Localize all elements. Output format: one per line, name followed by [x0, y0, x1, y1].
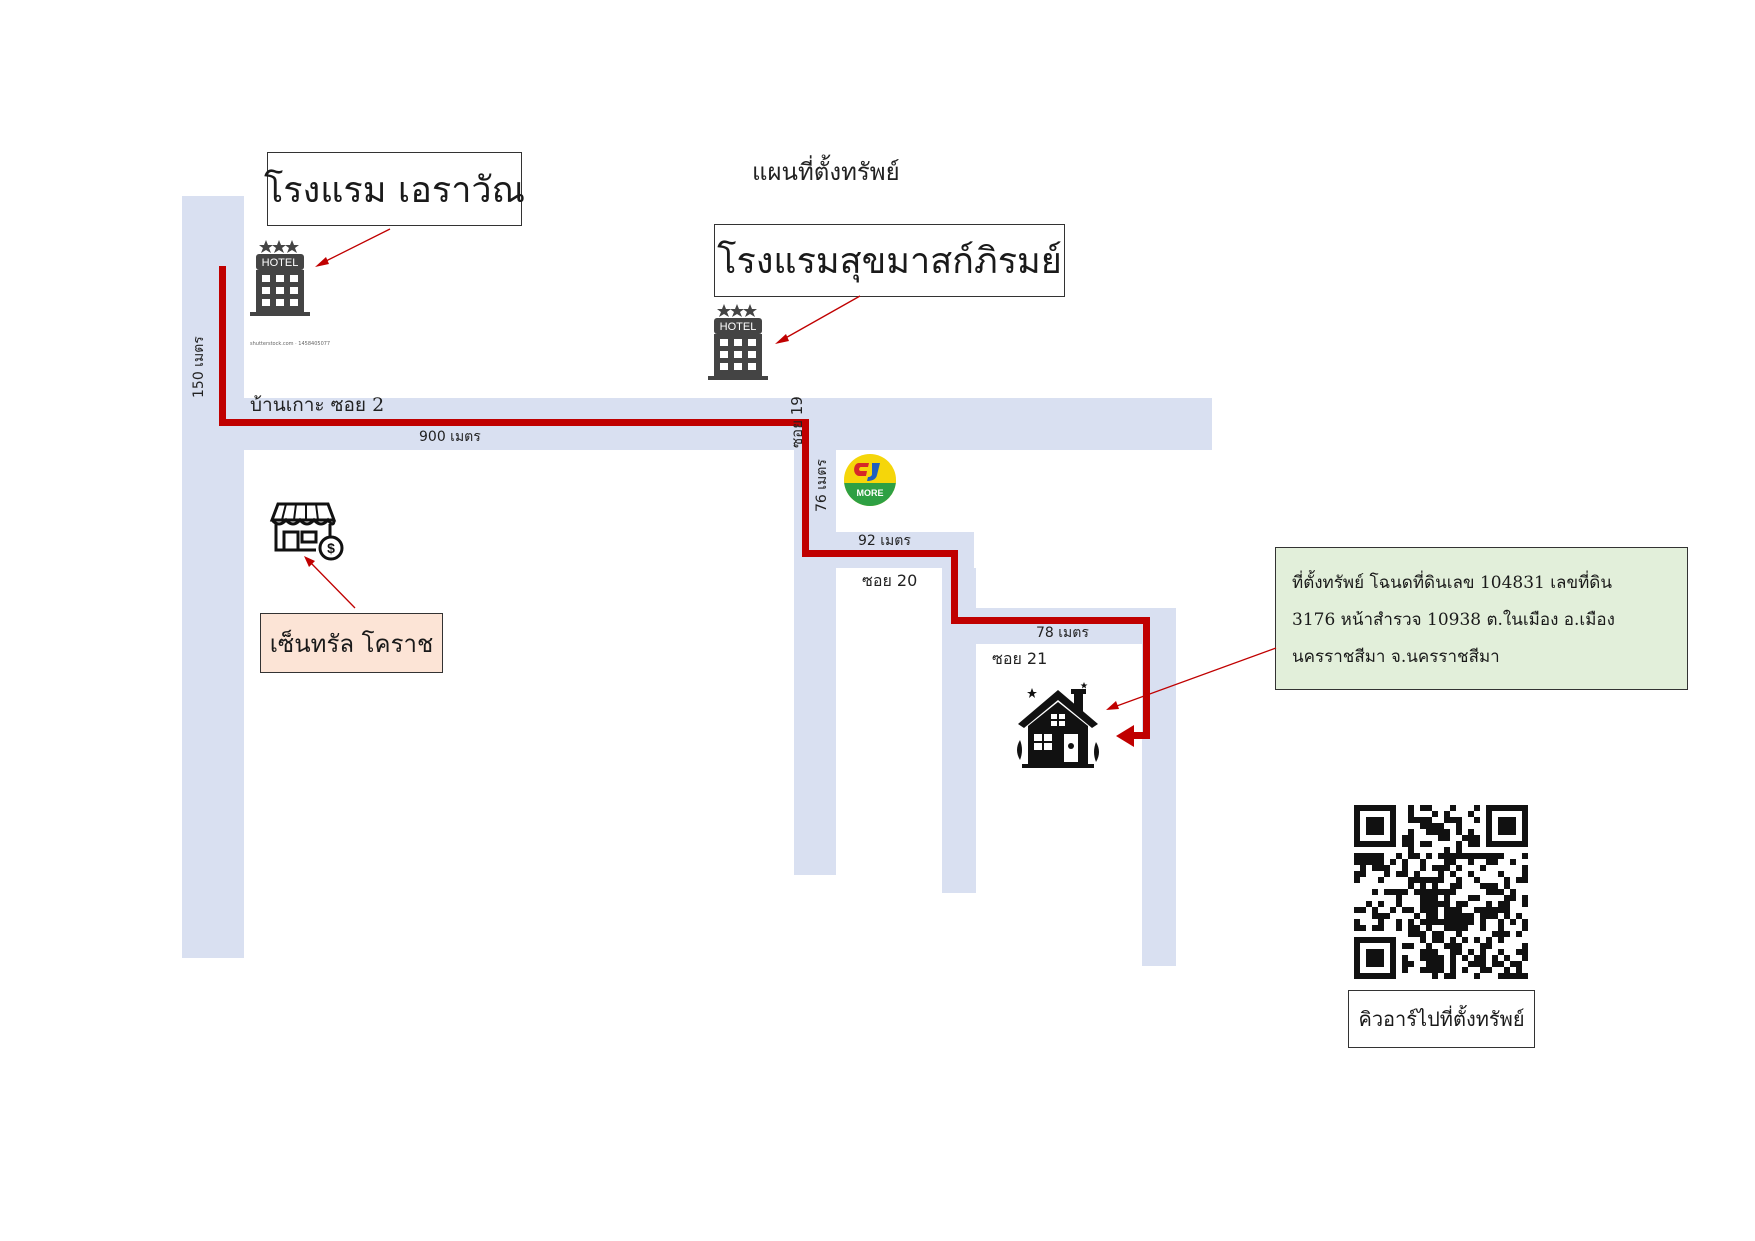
hotel-erawan-label: โรงแรม เอราวัณ — [264, 152, 525, 226]
road-label-soi20: ซอย 20 — [862, 571, 918, 590]
distance-92: 92 เมตร — [858, 533, 911, 549]
svg-text:MORE: MORE — [857, 488, 884, 498]
distance-900: 900 เมตร — [419, 429, 481, 445]
property-arrow — [1106, 647, 1277, 710]
route-segment-2 — [219, 419, 809, 426]
cj-more-logo-icon: MORE — [843, 453, 897, 507]
map-title: แผนที่ตั้งทรัพย์ — [752, 158, 900, 186]
hotel-sukhamas-arrow — [775, 295, 861, 344]
route-segment-8 — [1128, 732, 1150, 739]
road-soi19-vertical — [794, 450, 836, 875]
hotel-erawan-icon: HOTEL — [248, 238, 318, 326]
hotel-erawan-arrow — [315, 228, 391, 267]
svg-text:HOTEL: HOTEL — [720, 321, 757, 333]
property-info-line-2: 3176 หน้าสำรวจ 10938 ต.ในเมือง อ.เมือง — [1292, 610, 1615, 630]
distance-78: 78 เมตร — [1036, 625, 1089, 641]
route-segment-7 — [1143, 617, 1150, 739]
qr-caption-label: คิวอาร์ไปที่ตั้งทรัพย์ — [1348, 990, 1535, 1048]
shutterstock-caption: shutterstock.com · 1458405077 — [250, 341, 331, 347]
central-arrow — [304, 556, 356, 609]
svg-text:HOTEL: HOTEL — [262, 257, 299, 269]
route-segment-5 — [951, 550, 958, 624]
road-label-soi19: ซอย 19 — [788, 396, 806, 448]
hotel-sukhamas-icon: HOTEL — [706, 302, 776, 390]
route-arrowhead — [1116, 725, 1134, 747]
road-soi21-horizontal — [976, 608, 1176, 644]
route-segment-3 — [802, 419, 809, 557]
qr-code-icon[interactable] — [1354, 805, 1528, 979]
road-label-soi21: ซอย 21 — [992, 649, 1048, 668]
hotel-sukhamas-label: โรงแรมสุขมาสก์ภิรมย์ — [714, 224, 1065, 297]
road-label-main: บ้านเกาะ ซอย 2 — [250, 394, 385, 416]
property-info-box: ที่ตั้งทรัพย์ โฉนดที่ดินเลข 104831 เลขที… — [1275, 547, 1688, 690]
distance-150: 150 เมตร — [191, 336, 207, 398]
store-icon: $ — [268, 498, 346, 562]
route-segment-1 — [219, 266, 226, 426]
route-segment-6 — [951, 617, 1150, 624]
road-left-vertical — [182, 196, 244, 958]
property-info-line-1: ที่ตั้งทรัพย์ โฉนดที่ดินเลข 104831 เลขที… — [1292, 573, 1612, 593]
distance-76: 76 เมตร — [814, 459, 830, 512]
route-segment-4 — [802, 550, 958, 557]
svg-text:$: $ — [327, 540, 335, 556]
house-icon — [1014, 680, 1102, 770]
central-korat-label: เซ็นทรัล โคราช — [260, 613, 443, 673]
property-info-line-3: นครราชสีมา จ.นครราชสีมา — [1292, 647, 1500, 667]
